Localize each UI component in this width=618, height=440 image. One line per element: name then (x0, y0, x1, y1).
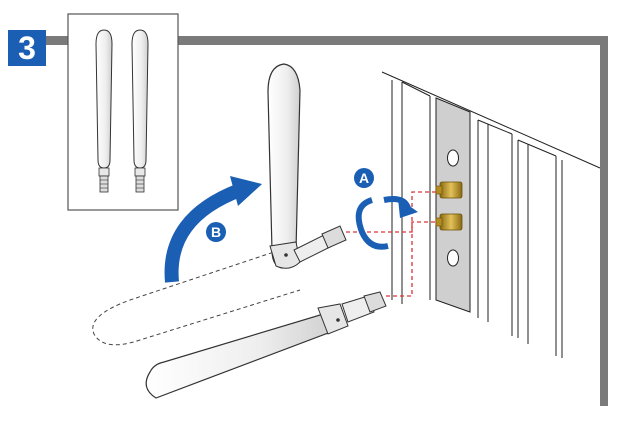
inset-antenna-right (131, 29, 149, 193)
bracket-hole-top (447, 149, 459, 167)
label-swing: B (211, 224, 221, 240)
label-rotate-badge: A (354, 168, 374, 188)
antenna-upright (267, 63, 347, 269)
curved-rotate-arrow-icon (355, 196, 418, 250)
antenna-lying (145, 291, 387, 399)
rf-connector-top (435, 181, 463, 199)
label-swing-badge: B (206, 222, 226, 242)
pc-back-panel (381, 71, 601, 358)
curved-swing-arrow-icon (164, 176, 262, 283)
bracket-hole-bottom (447, 249, 459, 267)
rf-connector-bottom (435, 213, 463, 231)
label-rotate: A (359, 170, 369, 186)
inset-antenna-left (95, 29, 113, 193)
inset-antennas-box (67, 13, 179, 211)
step-number-badge: 3 (8, 30, 46, 66)
swing-path-outline (92, 247, 301, 346)
step-frame (46, 36, 608, 406)
